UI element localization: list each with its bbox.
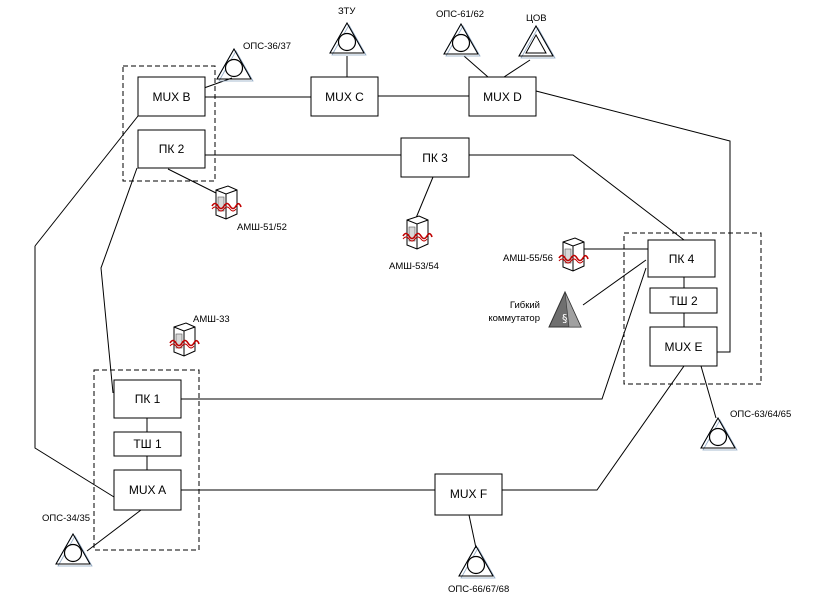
node-pk-3: ПК 3 [400, 137, 470, 178]
svg-text:§: § [562, 312, 568, 325]
group-top-left [122, 65, 216, 182]
node-mux-d: MUX D [468, 76, 537, 117]
amsh-cabinet-icon [402, 215, 433, 250]
flex-switch: § Гибкий коммутатор [488, 290, 582, 328]
double-triangle-icon [518, 24, 556, 59]
pyramid-switch-icon: § [548, 290, 582, 328]
svg-text:ЗТУ: ЗТУ [338, 6, 356, 17]
svg-text:MUX C: MUX C [325, 90, 364, 104]
node-mux-f: MUX F [434, 473, 503, 516]
svg-text:АМШ-33: АМШ-33 [193, 314, 230, 325]
ztu: ЗТУ [329, 6, 367, 56]
svg-text:АМШ-55/56: АМШ-55/56 [503, 253, 553, 264]
ops-36-37: ОПС-36/37 [216, 41, 291, 82]
svg-text:ПК 1: ПК 1 [135, 392, 161, 406]
node-pk-2: ПК 2 [137, 129, 206, 169]
node-tsh-1: ТШ 1 [113, 431, 182, 457]
svg-text:АМШ-51/52: АМШ-51/52 [237, 222, 287, 233]
amsh-53-54: АМШ-53/54 [389, 215, 439, 272]
amsh-cabinet-icon [558, 237, 589, 272]
node-mux-e: MUX E [649, 326, 718, 367]
ops-66-67-68: ОПС-66/67/68 [448, 545, 509, 595]
svg-text:ОПС-61/62: ОПС-61/62 [436, 9, 484, 20]
amsh-cabinet-icon [169, 322, 200, 357]
tsov: ЦОВ [518, 13, 556, 59]
svg-text:MUX E: MUX E [664, 340, 702, 354]
svg-text:ПК 3: ПК 3 [422, 151, 448, 165]
amsh-33: АМШ-33 [169, 314, 230, 357]
svg-text:MUX B: MUX B [152, 90, 190, 104]
amsh-55-56: АМШ-55/56 [503, 237, 589, 272]
node-pk-1: ПК 1 [113, 379, 182, 419]
node-tsh-2: ТШ 2 [649, 287, 718, 314]
svg-text:ОПС-34/35: ОПС-34/35 [42, 513, 90, 524]
svg-text:MUX D: MUX D [483, 90, 522, 104]
ops-triangle-circle-icon [443, 23, 481, 57]
svg-text:ОПС-66/67/68: ОПС-66/67/68 [448, 584, 509, 595]
svg-text:ЦОВ: ЦОВ [526, 13, 547, 24]
ops-61-62: ОПС-61/62 [436, 9, 484, 57]
svg-text:MUX A: MUX A [129, 483, 166, 497]
group-right [623, 232, 762, 385]
node-mux-b: MUX B [137, 76, 206, 117]
connections [34, 55, 731, 552]
svg-text:ПК 2: ПК 2 [159, 142, 185, 156]
node-pk-4: ПК 4 [647, 239, 716, 278]
group-bottom-left [93, 369, 200, 551]
svg-text:ТШ 2: ТШ 2 [669, 294, 698, 308]
ops-triangle-circle-icon [329, 22, 367, 56]
svg-text:ТШ 1: ТШ 1 [133, 437, 162, 451]
ops-34-35: ОПС-34/35 [42, 513, 93, 567]
svg-text:ОПС-63/64/65: ОПС-63/64/65 [730, 409, 791, 420]
svg-text:MUX F: MUX F [450, 487, 487, 501]
amsh-51-52: АМШ-51/52 [211, 185, 287, 233]
ops-triangle-circle-icon [458, 545, 496, 579]
flex-switch-label-line2: коммутатор [488, 313, 540, 324]
flex-switch-label-line1: Гибкий [510, 300, 540, 311]
amsh-cabinet-icon [211, 185, 242, 220]
node-mux-c: MUX C [310, 76, 379, 117]
svg-text:ОПС-36/37: ОПС-36/37 [243, 41, 291, 52]
node-mux-a: MUX A [113, 469, 182, 511]
svg-text:ПК 4: ПК 4 [669, 252, 695, 266]
ops-triangle-circle-icon [700, 417, 738, 451]
ops-triangle-circle-icon [55, 533, 93, 567]
ops-triangle-circle-icon [216, 48, 254, 82]
ops-63-64-65: ОПС-63/64/65 [700, 409, 791, 451]
svg-text:АМШ-53/54: АМШ-53/54 [389, 261, 439, 272]
